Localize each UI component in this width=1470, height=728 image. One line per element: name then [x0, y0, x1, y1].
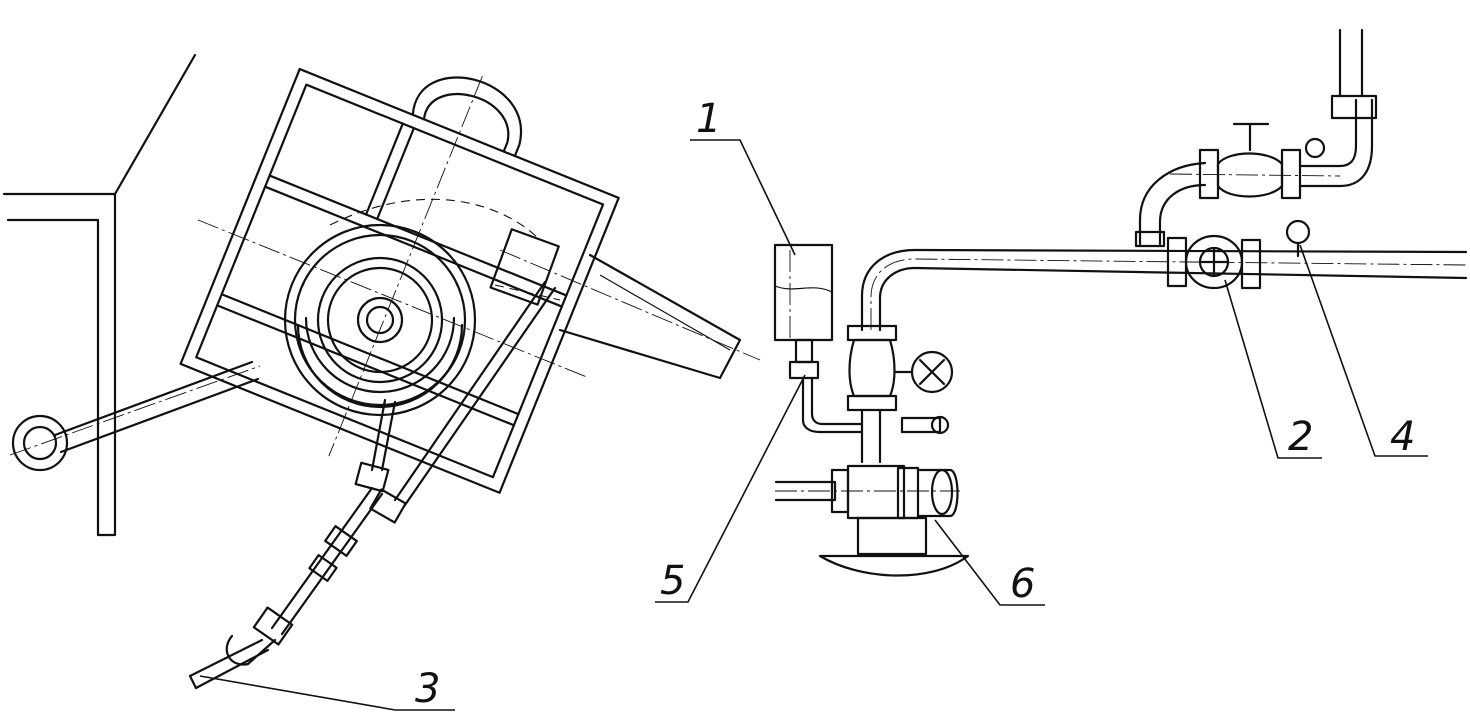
wall-outline [2, 53, 197, 537]
frame [179, 67, 620, 494]
gauge-tap-4 [1285, 219, 1311, 258]
handwheel-shaft [9, 360, 261, 472]
leader-1 [690, 139, 796, 256]
leader-5 [655, 374, 806, 603]
leader-6 [934, 519, 1045, 606]
callout-2: 2 [1288, 414, 1313, 460]
callout-4: 4 [1390, 414, 1415, 460]
pump-6 [774, 464, 970, 577]
leader-2 [1224, 279, 1322, 459]
lever-arm [393, 228, 560, 507]
upper-bypass [1134, 28, 1378, 248]
main-pipe [860, 248, 1468, 332]
leader-4 [1299, 244, 1428, 457]
gate-valve-2 [1166, 234, 1262, 290]
callout-6: 6 [1010, 561, 1035, 607]
right-view [199, 28, 1468, 711]
gauge-vessel-1 [773, 243, 864, 434]
leader-3 [199, 675, 455, 711]
riser-valve [846, 324, 954, 464]
left-view [2, 53, 761, 690]
discharge-spout [494, 249, 761, 380]
drum [283, 198, 541, 417]
callout-5: 5 [660, 558, 685, 604]
callout-1: 1 [696, 96, 721, 142]
drain-line [188, 398, 407, 690]
callout-3: 3 [415, 666, 440, 712]
